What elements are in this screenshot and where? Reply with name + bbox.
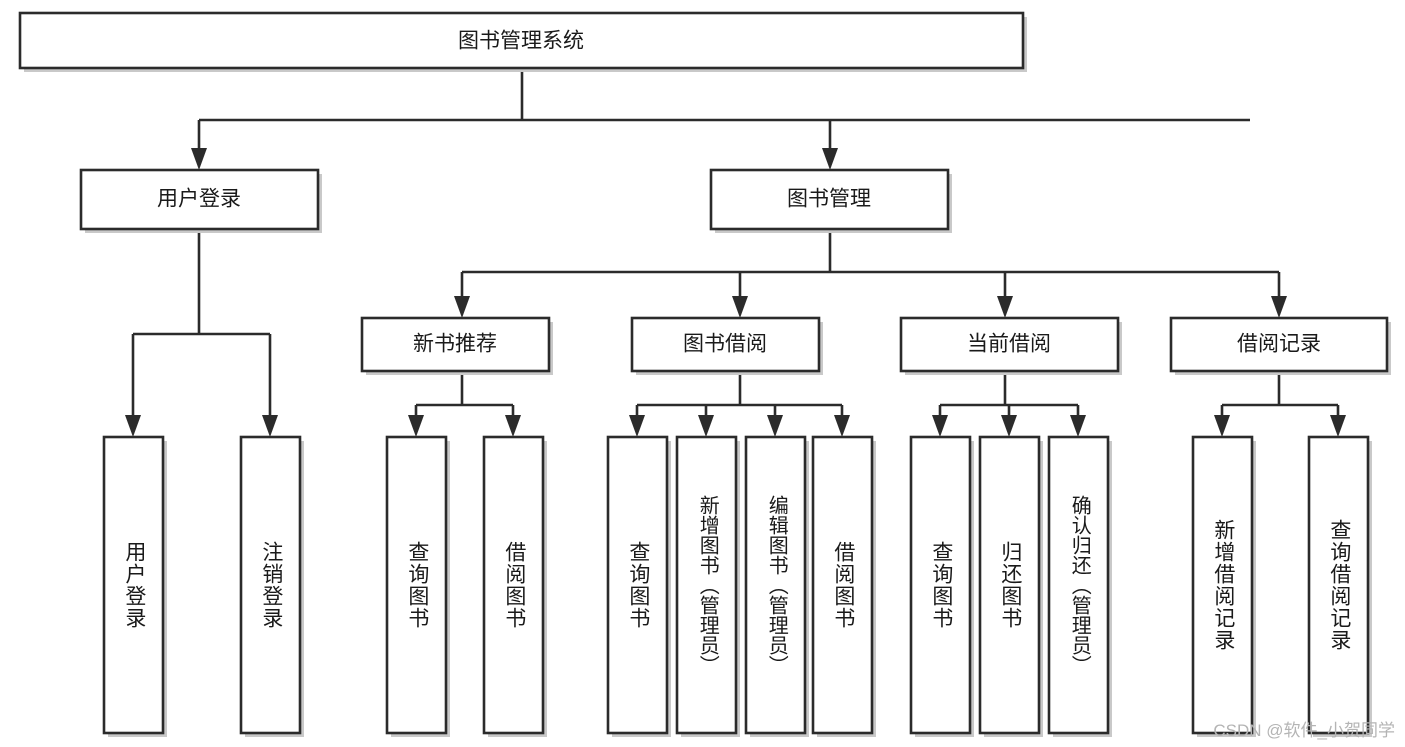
node-user-login-label: 用户登录 xyxy=(157,188,241,211)
connector-userlogin-to-leaves xyxy=(125,232,278,437)
node-current-borrow-label: 当前借阅 xyxy=(967,333,1051,356)
node-book-borrow-label: 图书借阅 xyxy=(683,333,767,356)
node-current-borrow[interactable]: 当前借阅 xyxy=(899,316,1122,375)
connector-bookborrow-to-leaves xyxy=(629,374,850,437)
node-leaf-borrow-book-2[interactable] xyxy=(811,435,876,737)
node-leaf-query-record[interactable] xyxy=(1307,435,1372,737)
connector-root-to-level2 xyxy=(191,68,1250,170)
connector-currentborrow-to-leaves xyxy=(932,374,1086,437)
node-leaf-user-login[interactable] xyxy=(102,435,167,737)
node-leaf-query-book-3[interactable] xyxy=(909,435,974,737)
node-root-label: 图书管理系统 xyxy=(458,30,584,53)
node-book-management[interactable]: 图书管理 xyxy=(709,168,952,233)
node-leaf-query-book-1[interactable] xyxy=(385,435,450,737)
node-leaf-add-book[interactable] xyxy=(675,435,740,737)
node-book-management-label: 图书管理 xyxy=(787,188,871,211)
node-book-borrow[interactable]: 图书借阅 xyxy=(630,316,823,375)
node-new-book-recommend-label: 新书推荐 xyxy=(413,333,497,356)
connector-borrowrecord-to-leaves xyxy=(1214,374,1346,437)
node-borrow-record-label: 借阅记录 xyxy=(1237,333,1321,356)
csdn-watermark: CSDN @软件_小贺同学 xyxy=(1213,721,1395,740)
node-new-book-recommend[interactable]: 新书推荐 xyxy=(360,316,553,375)
connector-bookmgmt-to-level3 xyxy=(454,232,1287,318)
node-leaf-return-book[interactable] xyxy=(978,435,1043,737)
node-leaf-logout-login[interactable] xyxy=(239,435,304,737)
node-leaf-query-book-2[interactable] xyxy=(606,435,671,737)
connector-newbook-to-leaves xyxy=(408,374,521,437)
node-borrow-record[interactable]: 借阅记录 xyxy=(1169,316,1391,375)
node-leaf-borrow-book-1[interactable] xyxy=(482,435,547,737)
node-leaf-add-record[interactable] xyxy=(1191,435,1256,737)
node-leaf-edit-book[interactable] xyxy=(744,435,809,737)
node-user-login[interactable]: 用户登录 xyxy=(79,168,322,233)
node-leaf-confirm-return[interactable] xyxy=(1047,435,1112,737)
node-root[interactable]: 图书管理系统 xyxy=(18,11,1027,72)
